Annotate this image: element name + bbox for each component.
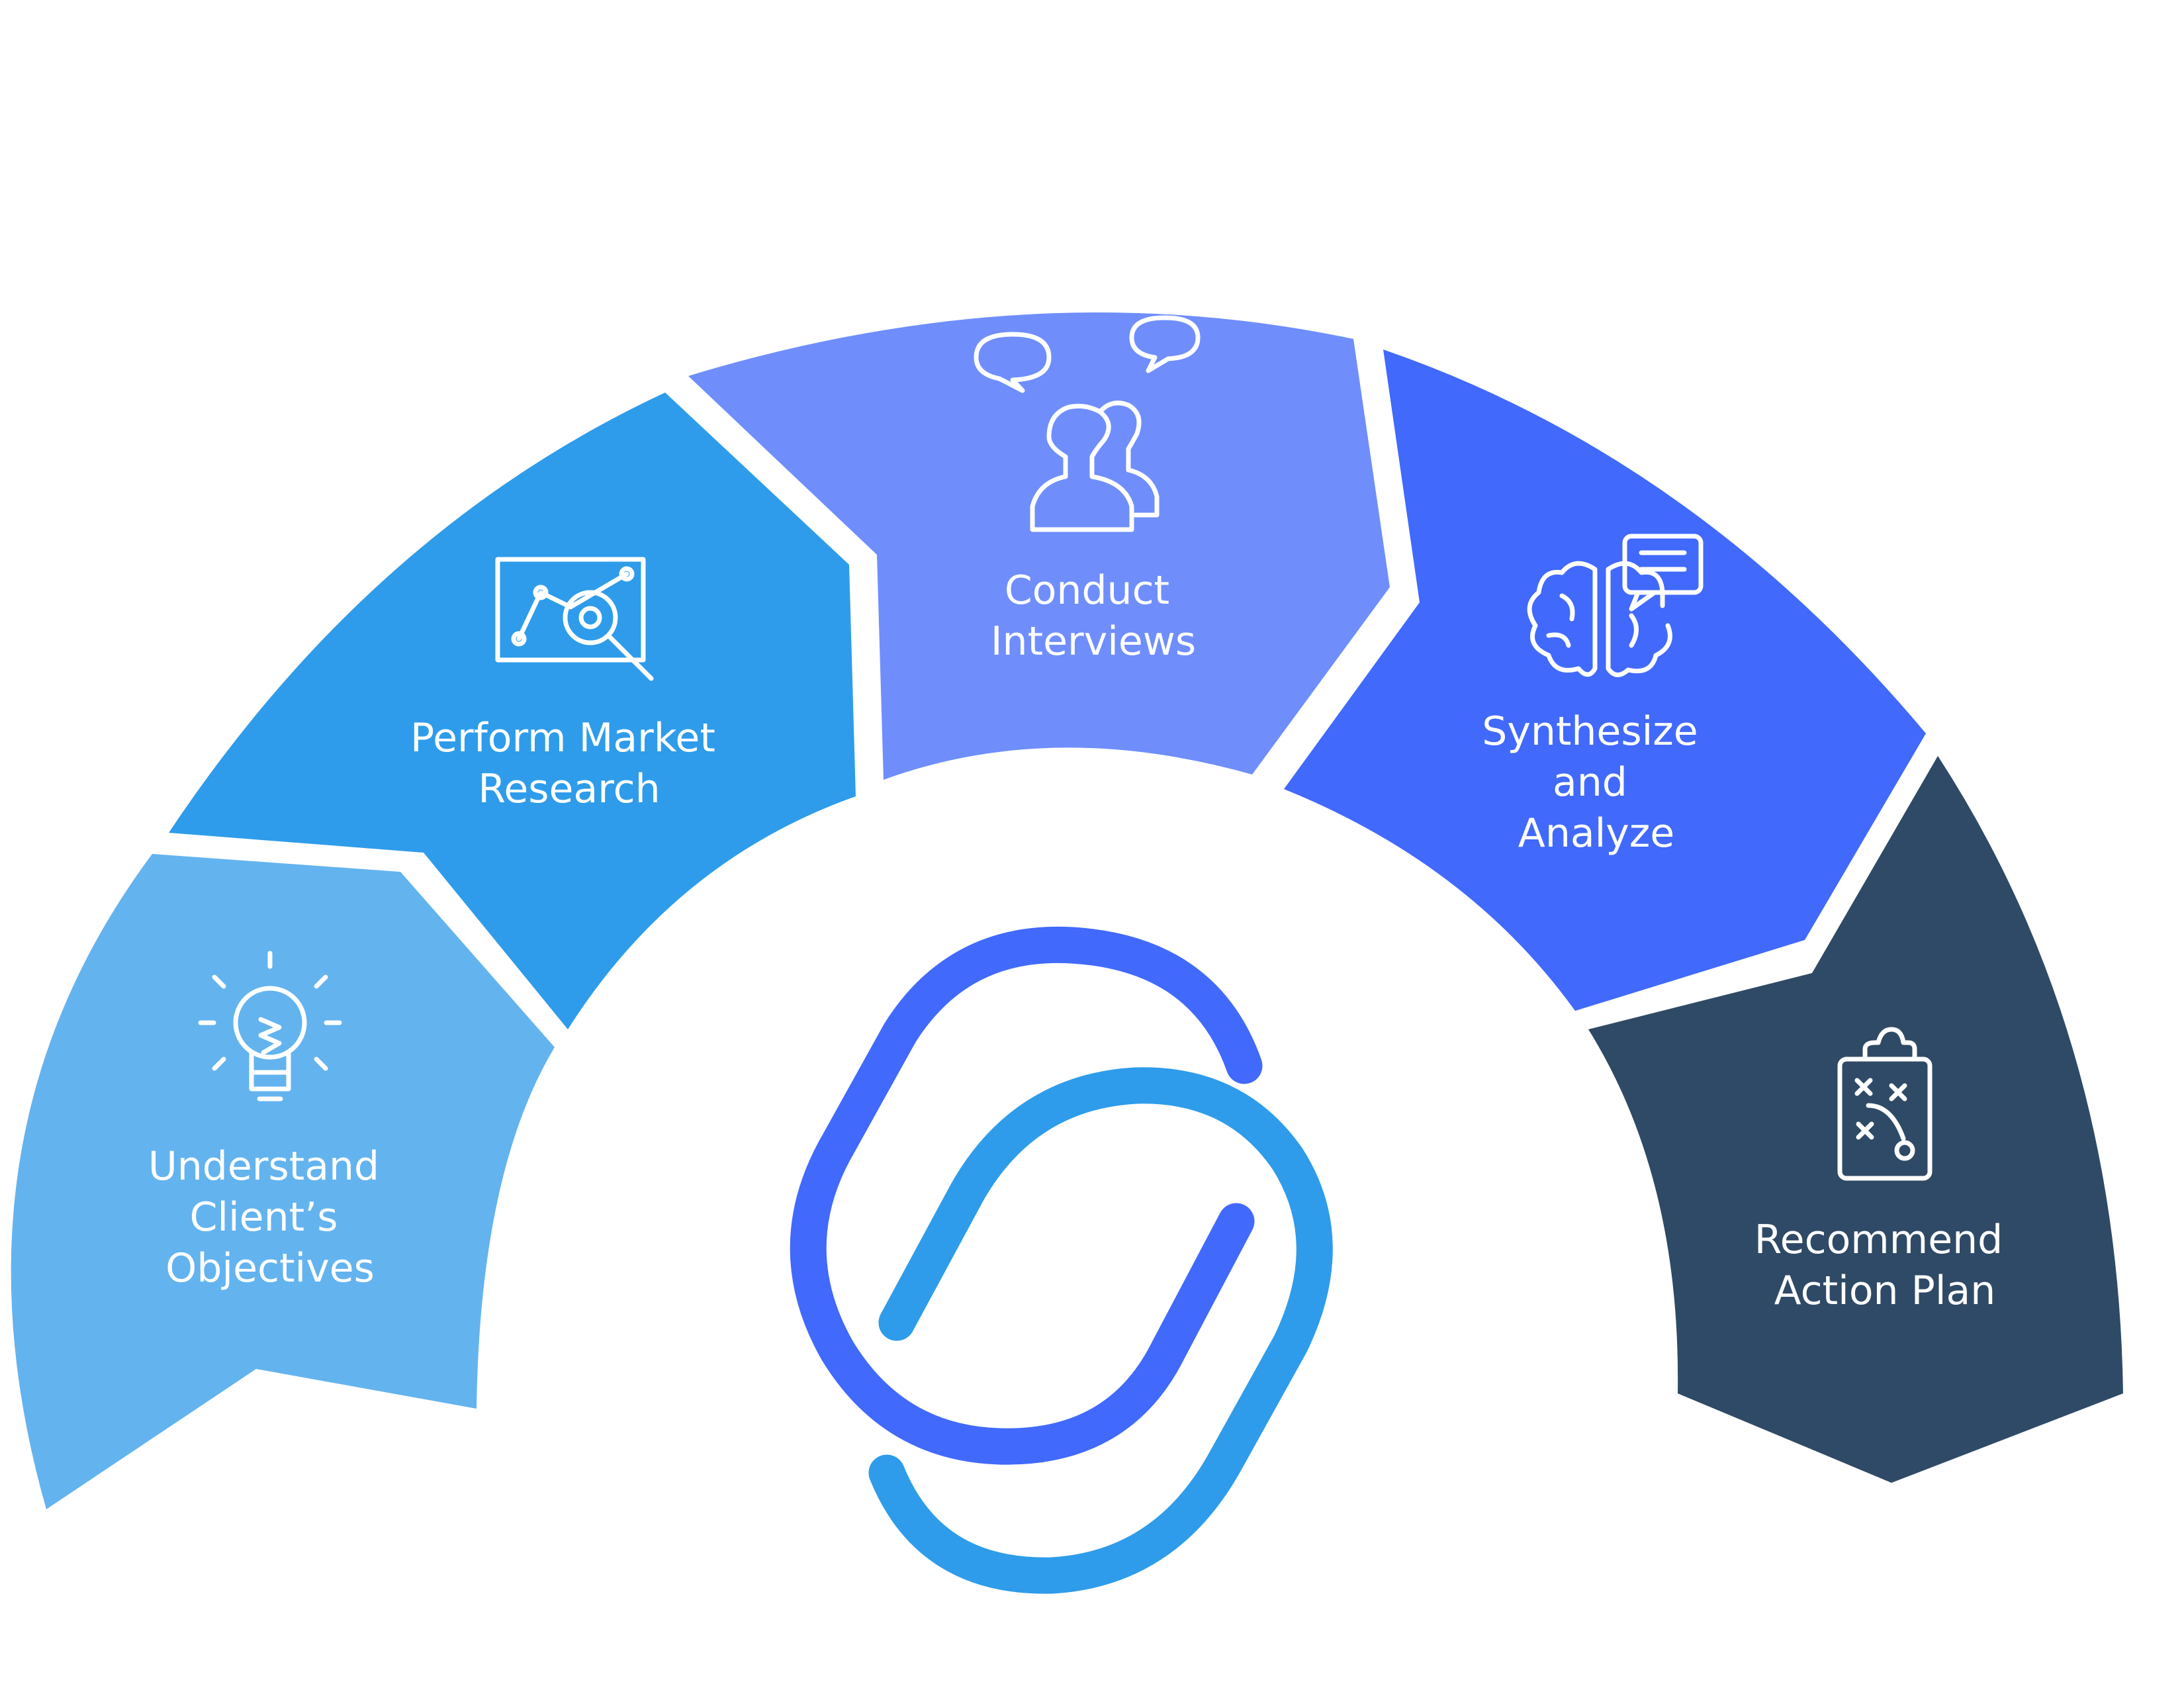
logo-stroke-lower [868,1067,1333,1594]
label-conduct-interviews: Conduct Interviews [991,567,1196,665]
segment-understand-objectives [11,854,555,1509]
segment-market-research [169,393,856,1029]
logo-stroke-upper [790,926,1263,1465]
segment-synthesize-analyze [1284,350,1926,1011]
step-market-research: Perform Market Research [169,393,856,1029]
label-synthesize-analyze: Synthesize and Analyze [1482,708,1711,857]
label-recommend-action-plan: Recommend Action Plan [1754,1217,2016,1314]
market-research-icon [495,557,654,681]
label-market-research: Perform Market Research [410,715,728,812]
step-recommend-action-plan: Recommend Action Plan [1588,756,2123,1483]
action-plan-clipboard-icon [1837,1027,1933,1181]
lightbulb-icon [198,951,342,1102]
segment-recommend-action-plan [1588,756,2123,1483]
linked-s-logo-icon [790,926,1333,1594]
segment-conduct-interviews [688,312,1390,780]
interview-icon [974,315,1201,532]
step-understand-objectives: Understand Client’s Objectives [11,854,555,1509]
step-conduct-interviews: Conduct Interviews [688,312,1390,780]
brain-analysis-icon [1527,534,1704,677]
step-synthesize-analyze: Synthesize and Analyze [1284,350,1926,1011]
label-understand-objectives: Understand Client’s Objectives [148,1143,392,1291]
